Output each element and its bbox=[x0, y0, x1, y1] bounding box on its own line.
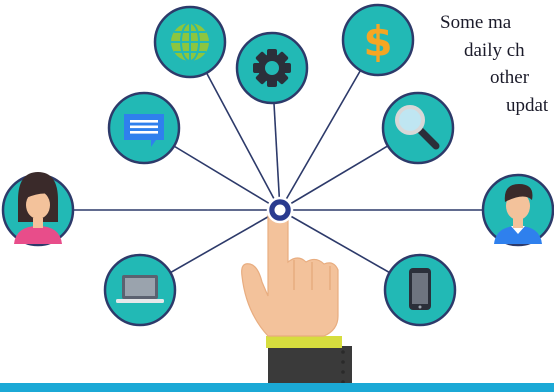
shirt-cuff bbox=[266, 336, 342, 348]
man-node bbox=[481, 173, 554, 247]
laptop-node bbox=[103, 253, 177, 327]
caption-line-2: daily ch bbox=[464, 40, 525, 61]
hub-point bbox=[266, 196, 294, 224]
connector-lines bbox=[38, 39, 518, 291]
globe-icon bbox=[171, 22, 209, 62]
caption-line-4: updat bbox=[506, 95, 549, 116]
gear-node bbox=[235, 31, 309, 105]
chat-icon bbox=[124, 114, 164, 147]
laptop-icon bbox=[116, 275, 164, 303]
dollar-node: $ bbox=[341, 3, 415, 77]
globe-node bbox=[153, 5, 227, 79]
phone-node bbox=[383, 253, 457, 327]
pointing-hand bbox=[241, 199, 352, 392]
caption-line-1: Some ma bbox=[440, 12, 512, 33]
phone-icon bbox=[409, 268, 431, 310]
chat-node bbox=[107, 91, 181, 165]
woman-avatar-icon bbox=[14, 172, 62, 244]
search-node bbox=[381, 91, 455, 165]
hand-palm bbox=[241, 199, 339, 337]
dollar-icon: $ bbox=[363, 17, 392, 66]
man-avatar-icon bbox=[494, 184, 542, 244]
caption-line-3: other bbox=[490, 67, 530, 88]
woman-node bbox=[1, 172, 75, 247]
gear-icon bbox=[253, 49, 291, 87]
search-icon bbox=[395, 105, 440, 150]
accent-bar bbox=[0, 383, 554, 392]
